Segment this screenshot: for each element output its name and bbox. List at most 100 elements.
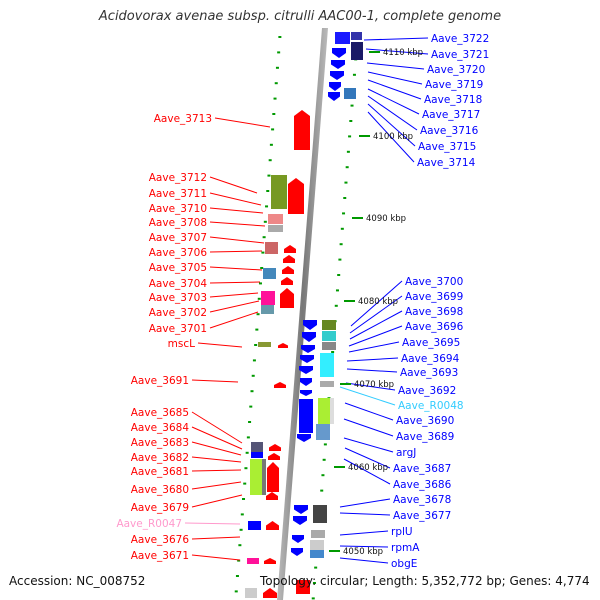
leader-line — [367, 103, 416, 147]
tick-mark — [322, 458, 326, 461]
gene-glyph — [297, 434, 311, 442]
gene-glyph — [261, 291, 275, 305]
gene-glyph — [302, 332, 316, 342]
tick-mark — [346, 150, 350, 153]
leader-line — [209, 207, 264, 214]
tick-mark — [248, 421, 252, 423]
leader-line — [344, 402, 394, 421]
gene-glyph — [288, 178, 304, 214]
kbp-label: 4050 kbp — [343, 547, 383, 557]
tick-mark — [246, 436, 250, 439]
tick-mark — [337, 274, 341, 276]
gene-label-right: Aave_3678 — [393, 494, 451, 506]
leader-line — [343, 418, 394, 437]
leader-line — [209, 281, 261, 284]
tick-mark — [331, 351, 335, 353]
tick-mark — [261, 251, 265, 254]
gene-label-left: Aave_3706 — [149, 247, 208, 259]
leader-line — [367, 111, 415, 163]
gene-glyph — [292, 535, 304, 543]
tick-mark — [243, 482, 247, 485]
gene-label-right: Aave_3677 — [393, 510, 451, 522]
leader-line — [363, 37, 429, 41]
gene-label-right: Aave_3690 — [396, 415, 454, 427]
gene-label-right: Aave_3699 — [405, 291, 463, 303]
gene-glyph — [274, 382, 286, 388]
tick-mark — [350, 104, 354, 107]
gene-glyph — [263, 268, 276, 279]
gene-label-right: argJ — [396, 447, 416, 459]
leader-line — [344, 447, 391, 469]
gene-label-left: Aave_3703 — [149, 292, 207, 304]
tick-mark — [345, 166, 349, 169]
leader-line — [191, 456, 242, 463]
tick-mark — [256, 313, 260, 316]
tick-mark — [344, 181, 348, 184]
leader-line — [191, 554, 241, 561]
leader-line — [339, 386, 396, 406]
genome-backbone — [277, 28, 328, 600]
leader-line — [209, 250, 263, 253]
leader-line — [209, 236, 265, 244]
tick-mark — [234, 590, 238, 593]
gene-label-right: Aave_3719 — [425, 79, 483, 91]
gene-label-left: Aave_R0047 — [116, 518, 182, 530]
gene-features — [245, 32, 363, 598]
tick-mark — [342, 212, 346, 215]
tick-mark — [311, 597, 315, 600]
gene-label-right: Aave_3696 — [405, 321, 464, 333]
gene-glyph — [313, 505, 327, 523]
gene-glyph — [320, 353, 334, 377]
tick-mark — [338, 258, 342, 261]
gene-glyph — [248, 521, 261, 530]
right-gene-labels: Aave_3722Aave_3721Aave_3720Aave_3719Aave… — [391, 33, 489, 570]
genome-title: Acidovorax avenae subsp. citrulli AAC00-… — [98, 9, 502, 24]
gene-glyph — [269, 444, 281, 451]
tick-mark — [348, 135, 352, 138]
tick-mark — [258, 282, 262, 285]
leader-line — [345, 382, 396, 391]
tick-mark — [323, 443, 327, 446]
tick-mark — [250, 390, 254, 393]
gene-label-right: Aave_3687 — [393, 463, 451, 475]
leader-line — [191, 379, 239, 383]
leader-line — [339, 557, 389, 564]
tick-mark — [257, 297, 261, 300]
gene-glyph — [283, 255, 295, 263]
leader-line — [350, 280, 403, 327]
tick-mark — [268, 159, 272, 162]
leader-line — [339, 512, 391, 516]
topology-text: Topology: circular; Length: 5,352,772 bp… — [260, 574, 590, 588]
gene-label-right: rplU — [391, 526, 413, 538]
tick-mark — [340, 227, 344, 230]
kbp-label: 4090 kbp — [366, 214, 406, 224]
leader-line — [349, 310, 403, 340]
leader-line — [214, 117, 271, 128]
tick-mark — [266, 190, 270, 192]
gene-glyph — [294, 505, 308, 514]
gene-glyph — [320, 381, 334, 387]
gene-glyph — [300, 378, 312, 386]
tick-mark — [244, 467, 248, 470]
tick-mark — [265, 205, 269, 208]
gene-glyph — [310, 540, 324, 550]
gene-glyph — [351, 32, 362, 40]
tick-mark — [271, 128, 275, 131]
leader-line — [366, 62, 425, 70]
gene-label-right: Aave_3689 — [396, 431, 454, 443]
gene-glyph — [263, 588, 277, 598]
tick-mark — [314, 566, 318, 569]
tick-mark — [272, 113, 276, 115]
label-leader-lines — [184, 37, 429, 564]
leader-line — [191, 481, 242, 490]
leader-line — [191, 469, 242, 472]
gene-label-left: Aave_3707 — [149, 232, 207, 244]
leader-line — [191, 536, 241, 540]
gene-label-left: Aave_3681 — [131, 466, 189, 478]
gene-label-left: Aave_3705 — [149, 262, 207, 274]
leader-line — [339, 530, 389, 536]
gene-glyph — [271, 175, 287, 209]
gene-label-right: Aave_3695 — [402, 337, 460, 349]
gene-glyph — [351, 42, 363, 60]
